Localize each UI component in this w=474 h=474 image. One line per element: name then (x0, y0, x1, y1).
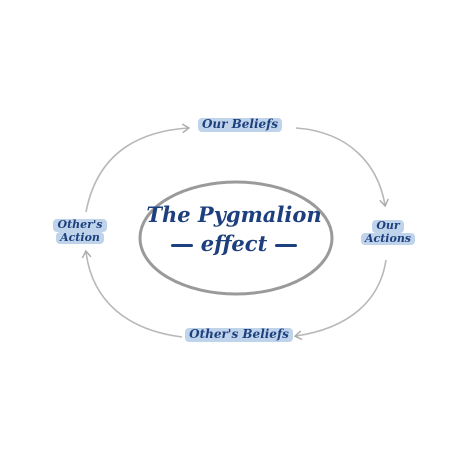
node-others-action: Other's Action (52, 218, 108, 245)
arrow-beliefs-to-actions (295, 127, 389, 208)
center-title-line2: effect (142, 230, 326, 258)
arrow-others-beliefs-to-others-action (81, 249, 183, 338)
arrow-actions-to-others-beliefs (293, 259, 387, 340)
node-others-action-label-line1: Other's (53, 218, 107, 232)
node-our-actions-label-line1: Our (372, 219, 404, 233)
node-our-actions: Our Actions (358, 219, 418, 246)
node-our-actions-label-line2: Actions (360, 232, 416, 246)
left-dash (170, 244, 193, 247)
node-our-beliefs-label: Our Beliefs (197, 117, 283, 132)
center-title: The Pygmalion effect (142, 202, 326, 258)
center-title-effect: effect (200, 231, 268, 256)
center-ellipse (138, 180, 334, 296)
node-our-beliefs: Our Beliefs (190, 117, 290, 132)
node-others-beliefs: Other's Beliefs (178, 327, 300, 342)
center-title-line1: The Pygmalion (146, 202, 322, 227)
right-dash (275, 244, 298, 247)
node-others-action-label-line2: Action (56, 231, 104, 245)
arrow-others-action-to-beliefs (85, 123, 191, 213)
node-others-beliefs-label: Other's Beliefs (185, 327, 293, 342)
